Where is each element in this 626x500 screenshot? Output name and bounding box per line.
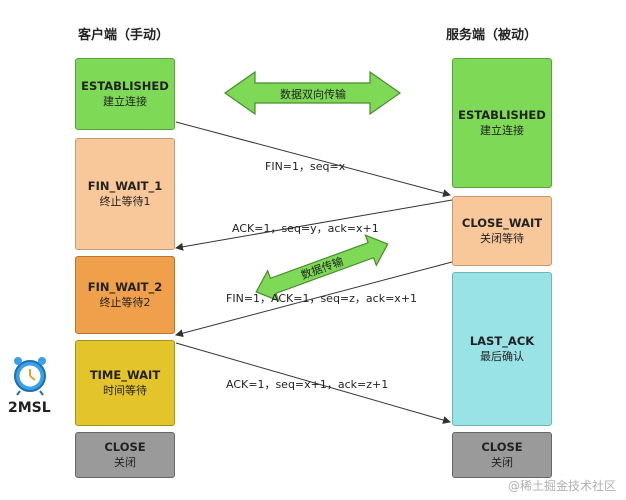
fin-ack-arrow	[175, 261, 453, 338]
client-state-fin-wait-1: FIN_WAIT_1 终止等待1	[75, 138, 175, 250]
message-fin-ack: FIN=1，ACK=1，seq=z，ack=x+1	[226, 292, 418, 305]
state-name: CLOSE_WAIT	[461, 216, 543, 230]
state-desc: 终止等待1	[99, 195, 151, 208]
data-transfer-top-label: 数据双向传输	[280, 87, 346, 101]
client-state-time-wait: TIME_WAIT 时间等待	[75, 340, 175, 426]
state-name: TIME_WAIT	[89, 368, 161, 382]
data-transfer-mid-label: 数据传输	[299, 254, 345, 282]
message-fin: FIN=1，seq=x	[265, 160, 346, 173]
server-title: 服务端（被动）	[446, 28, 538, 43]
state-desc: 关闭	[114, 456, 136, 469]
timer-label: 2MSL	[8, 400, 51, 416]
client-state-established: ESTABLISHED 建立连接	[75, 58, 175, 130]
state-desc: 建立连接	[103, 95, 147, 108]
state-name: FIN_WAIT_1	[87, 179, 163, 193]
state-name: CLOSE	[104, 440, 146, 454]
server-state-established: ESTABLISHED 建立连接	[452, 58, 552, 188]
watermark: @稀土掘金技术社区	[507, 479, 616, 493]
message-ack: ACK=1，seq=y，ack=x+1	[232, 222, 379, 235]
state-desc: 建立连接	[480, 124, 524, 137]
ack-arrow	[175, 199, 453, 251]
client-state-fin-wait-2: FIN_WAIT_2 终止等待2	[75, 256, 175, 334]
state-desc: 最后确认	[480, 350, 524, 363]
client-title: 客户端（手动）	[78, 28, 170, 43]
alarm-clock-icon	[14, 357, 46, 396]
state-desc: 时间等待	[103, 384, 147, 397]
state-name: ESTABLISHED	[458, 108, 546, 122]
fin-arrow	[175, 121, 451, 198]
server-state-close-wait: CLOSE_WAIT 关闭等待	[452, 196, 552, 266]
state-name: LAST_ACK	[469, 334, 535, 348]
data-transfer-top-arrow: 数据双向传输	[223, 70, 402, 116]
server-state-last-ack: LAST_ACK 最后确认	[452, 272, 552, 426]
state-desc: 终止等待2	[99, 296, 151, 309]
state-name: FIN_WAIT_2	[87, 280, 163, 294]
state-desc: 关闭等待	[480, 232, 524, 245]
state-name: ESTABLISHED	[81, 79, 169, 93]
final-ack-arrow	[175, 342, 451, 424]
message-final-ack: ACK=1，seq=x+1，ack=z+1	[226, 378, 389, 391]
state-desc: 关闭	[491, 456, 513, 469]
server-state-close: CLOSE 关闭	[452, 432, 552, 478]
state-name: CLOSE	[481, 440, 523, 454]
client-state-close: CLOSE 关闭	[75, 432, 175, 478]
